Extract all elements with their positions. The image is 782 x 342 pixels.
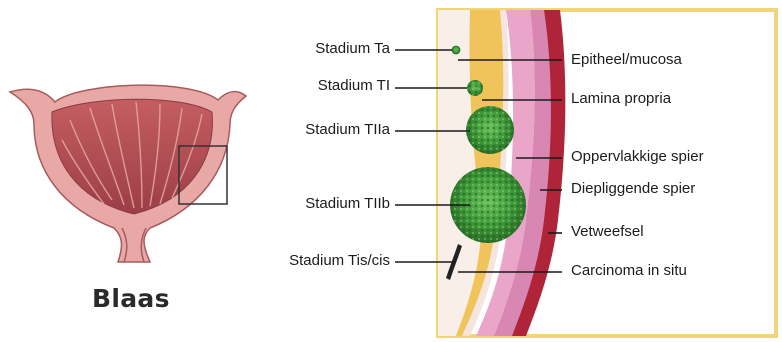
stage-label-ta: Stadium Ta [315, 40, 390, 58]
stage-label-t1: Stadium TI [318, 77, 390, 95]
stage-label-tis: Stadium Tis/cis [289, 252, 390, 270]
layer-label-epithelium: Epitheel/mucosa [571, 51, 682, 69]
tumor-t2a [466, 106, 514, 154]
tumor-ta [452, 46, 460, 54]
layer-label-lamina: Lamina propria [571, 90, 671, 108]
stage-label-t2a: Stadium TIIa [305, 121, 390, 139]
tumor-t1 [467, 80, 483, 96]
stage-label-t2b: Stadium TIIb [305, 195, 390, 213]
bladder-illustration [10, 85, 246, 262]
layer-label-cis: Carcinoma in situ [571, 262, 687, 280]
layer-label-superficial: Oppervlakkige spier [571, 148, 704, 166]
layer-label-deep: Diepliggende spier [571, 180, 695, 198]
layer-label-fat: Vetweefsel [571, 223, 644, 241]
organ-label: Blaas [92, 284, 170, 313]
